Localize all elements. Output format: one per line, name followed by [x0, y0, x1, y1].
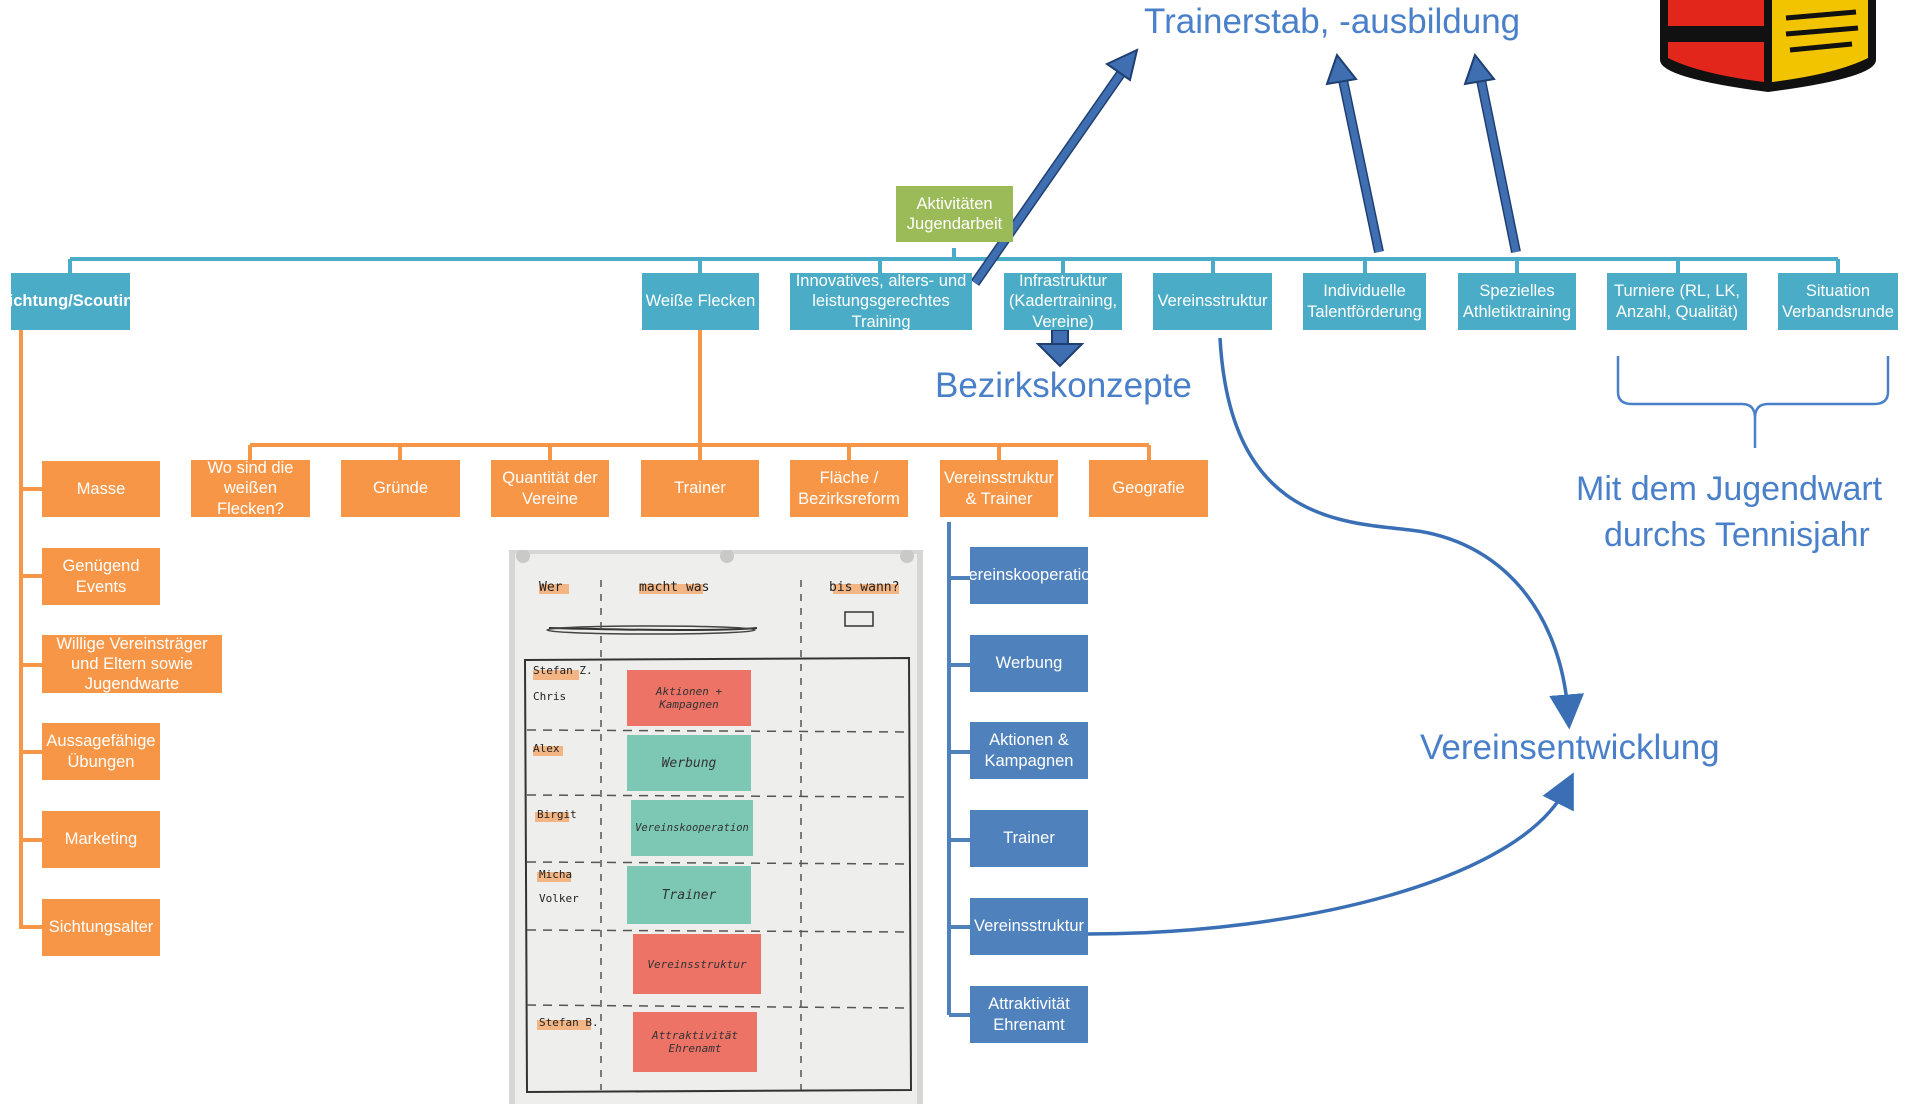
trainerstab-label: Trainerstab, -ausbildung — [1144, 2, 1521, 41]
flipchart-photo: Wer macht was bis wann? Stefan Z. Chris … — [509, 550, 923, 1104]
flipchart-name: Stefan Z. — [533, 664, 593, 677]
vs-child-vereinskooperation: Vereinskooperation — [970, 547, 1088, 604]
vs-child-werbung: Werbung — [970, 635, 1088, 692]
node-turniere: Turniere (RL, LK, Anzahl, Qualität) — [1607, 273, 1747, 330]
vs-child-vereinsstruktur: Vereinsstruktur — [970, 898, 1088, 955]
flipchart-name: Birgit — [537, 808, 577, 821]
flipchart-name: Micha — [539, 868, 573, 881]
flecken-child-vereinsstruktur-trainer: Vereinsstruktur & Trainer — [940, 460, 1058, 517]
flipchart-header-bis: bis wann? — [829, 580, 900, 595]
sichtung-child-events: Genügend Events — [42, 548, 160, 605]
root-node-aktivitaeten: Aktivitäten Jugendarbeit — [896, 186, 1013, 242]
sichtung-child-marketing: Marketing — [42, 811, 160, 868]
sticky-note: Aktionen + Kampagnen — [627, 670, 751, 726]
node-sichtung: Sichtung/Scouting — [11, 273, 130, 330]
node-infrastruktur: Infrastruktur (Kadertraining, Vereine) — [1004, 273, 1122, 330]
sticky-note: Vereinsstruktur — [633, 934, 761, 994]
flipchart-header-macht: macht was — [639, 580, 710, 595]
flipchart-name: Volker — [539, 892, 579, 905]
jugendwart-label-line1: Mit dem Jugendwart — [1576, 470, 1883, 508]
sichtung-child-vereinstraeger: Willige Vereinsträger und Eltern sowie J… — [42, 635, 222, 693]
node-verbandsrunde: Situation Verbandsrunde — [1778, 273, 1898, 330]
vs-child-ehrenamt: Attraktivität Ehrenamt — [970, 986, 1088, 1043]
vs-child-aktionen: Aktionen & Kampagnen — [970, 722, 1088, 779]
sticky-note: Trainer — [627, 866, 751, 924]
sichtung-child-masse: Masse — [42, 461, 160, 517]
sticky-note: Werbung — [627, 735, 751, 791]
flecken-child-trainer: Trainer — [641, 460, 759, 517]
vereinsentwicklung-label: Vereinsentwicklung — [1420, 728, 1720, 767]
node-weisse-flecken: Weiße Flecken — [642, 273, 759, 330]
arrow-infrastruktur-to-bezirkskonzepte — [1035, 329, 1085, 368]
arrow-talent-to-trainerstab — [1325, 52, 1384, 254]
vs-child-trainer: Trainer — [970, 810, 1088, 867]
flipchart-name: Chris — [533, 690, 567, 703]
arrow-athletik-to-trainerstab — [1463, 52, 1521, 253]
node-talentfoerderung: Individuelle Talentförderung — [1303, 273, 1426, 330]
flipchart-name: Alex — [533, 742, 560, 755]
flipchart-name: Stefan B. — [539, 1016, 599, 1029]
flecken-child-flaeche: Fläche / Bezirksreform — [790, 460, 908, 517]
flecken-child-quantitaet: Quantität der Vereine — [491, 460, 609, 517]
flecken-child-geografie: Geografie — [1089, 460, 1208, 517]
sticky-note: Attraktivität Ehrenamt — [633, 1012, 757, 1072]
jugendwart-label-line2: durchs Tennisjahr — [1604, 516, 1870, 554]
node-vereinsstruktur: Vereinsstruktur — [1153, 273, 1272, 330]
sticky-note: Vereinskooperation — [631, 800, 753, 856]
flecken-child-wo: Wo sind die weißen Flecken? — [191, 460, 310, 517]
arrow-innovatives-to-trainerstab — [970, 48, 1139, 286]
bezirkskonzepte-label: Bezirkskonzepte — [935, 366, 1192, 405]
node-innovatives-training: Innovatives, alters- und leistungsgerech… — [790, 273, 972, 330]
flecken-child-gruende: Gründe — [341, 460, 460, 517]
coat-of-arms-logo — [1660, 0, 1876, 92]
node-athletiktraining: Spezielles Athletiktraining — [1458, 273, 1576, 330]
flipchart-header-wer: Wer — [539, 580, 563, 595]
sichtung-child-sichtungsalter: Sichtungsalter — [42, 899, 160, 956]
sichtung-child-uebungen: Aussagefähige Übungen — [42, 723, 160, 780]
